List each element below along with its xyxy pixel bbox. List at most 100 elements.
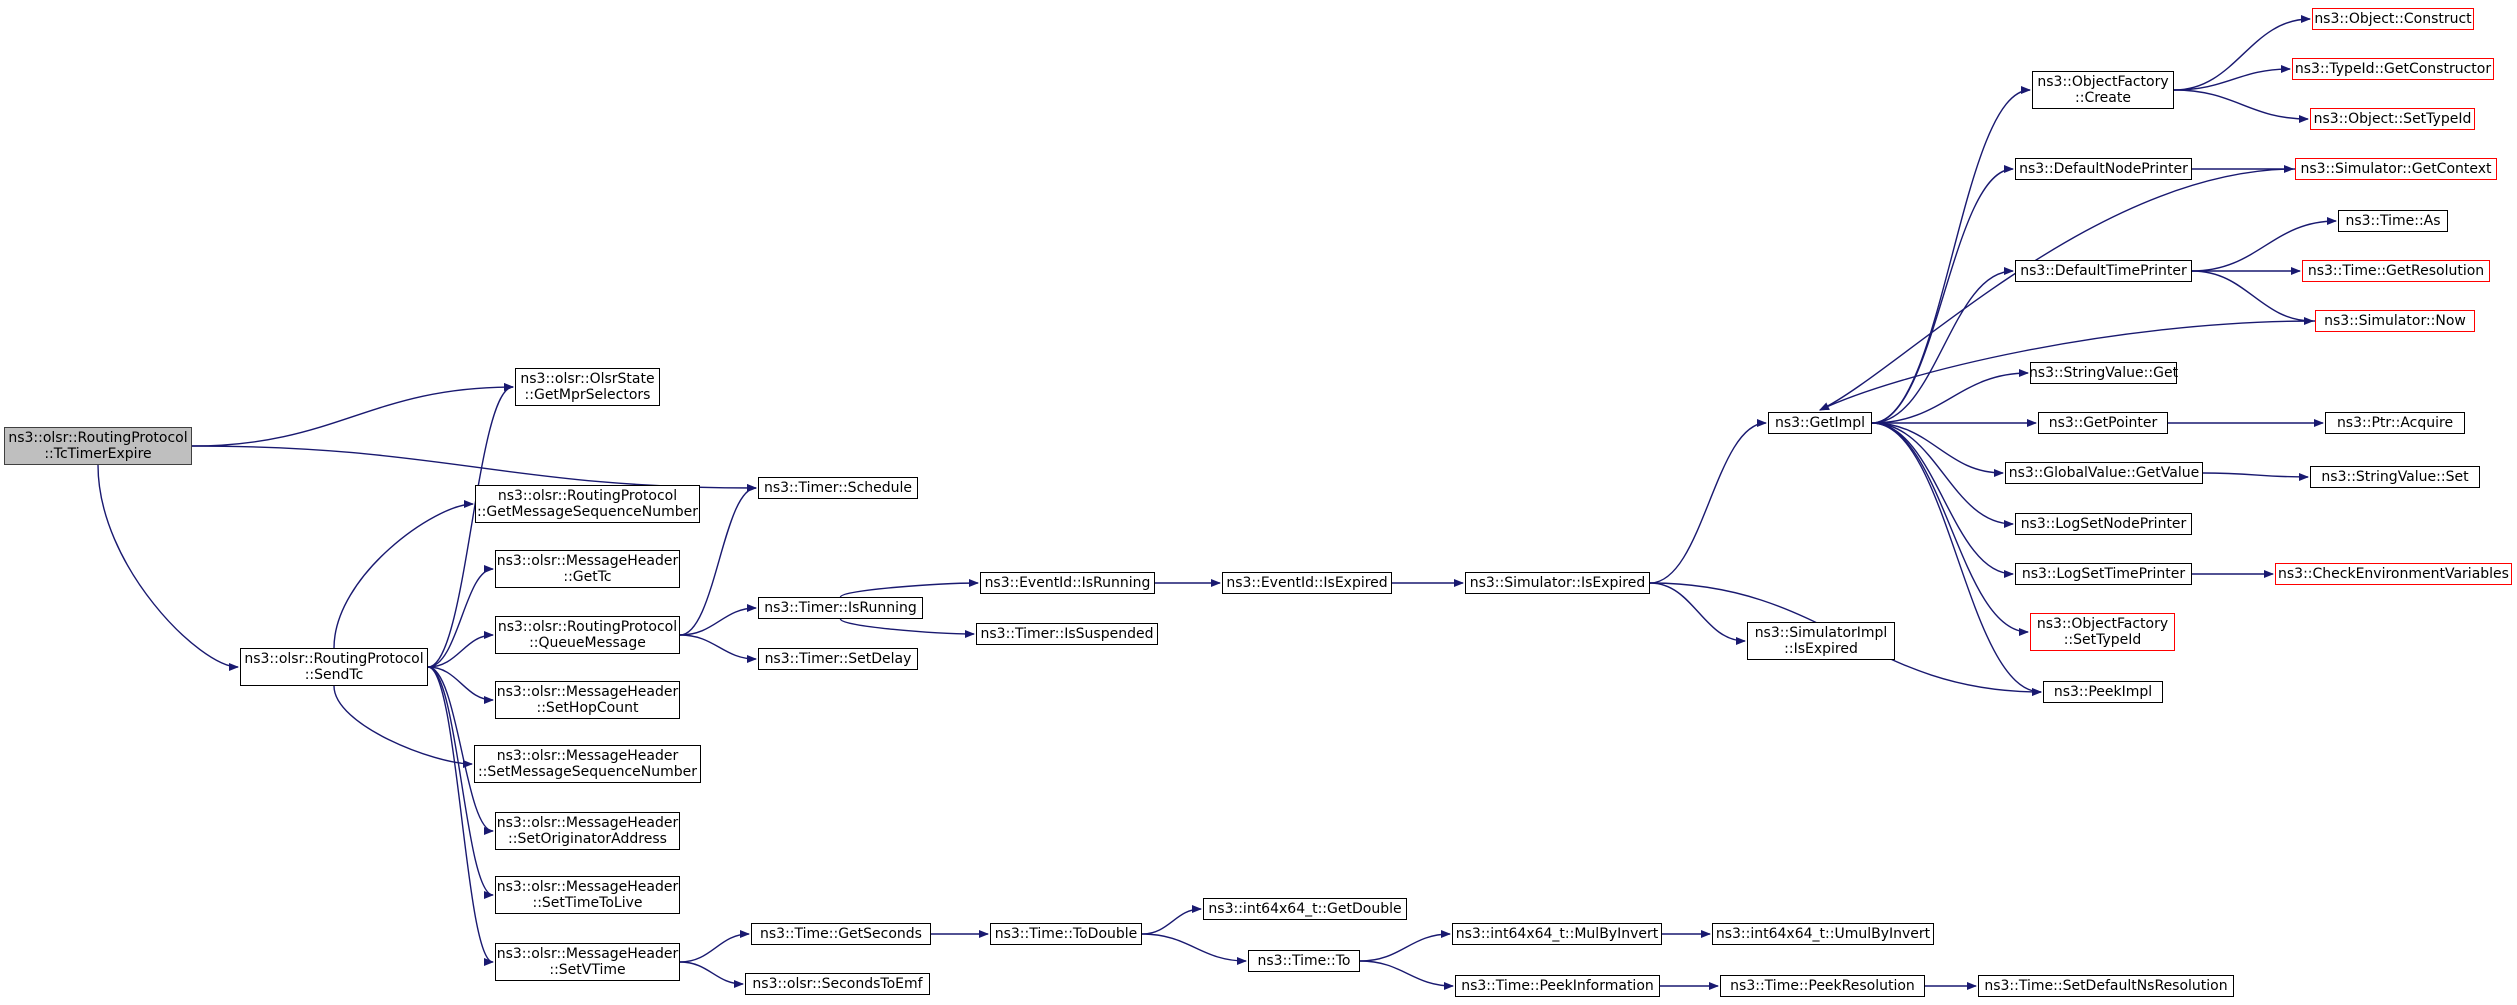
- node-label: ns3::olsr::SecondsToEmf: [752, 976, 923, 992]
- node-stringValueSet[interactable]: ns3::StringValue::Set: [2310, 466, 2480, 488]
- node-label: ns3::olsr::MessageHeader: [496, 879, 679, 895]
- node-eventIdIsExpired[interactable]: ns3::EventId::IsExpired: [1222, 572, 1392, 594]
- node-timePeekResolution[interactable]: ns3::Time::PeekResolution: [1720, 975, 1925, 997]
- edge-timeToDouble-to-int64GetDouble: [1141, 905, 1202, 935]
- node-label: ns3::olsr::MessageHeader: [496, 946, 679, 962]
- node-getImpl[interactable]: ns3::GetImpl: [1768, 412, 1872, 434]
- edge-defaultTimePrinter-to-simulatorNow: [2191, 270, 2314, 325]
- node-label: ns3::olsr::RoutingProtocol: [8, 430, 188, 446]
- node-setOriginatorAddress[interactable]: ns3::olsr::MessageHeader::SetOriginatorA…: [495, 812, 680, 850]
- node-globalValueGetValue[interactable]: ns3::GlobalValue::GetValue: [2005, 462, 2203, 484]
- node-timerSchedule[interactable]: ns3::Timer::Schedule: [758, 477, 918, 499]
- node-int64UmulByInvert[interactable]: ns3::int64x64_t::UmulByInvert: [1712, 923, 1934, 945]
- node-getTc[interactable]: ns3::olsr::MessageHeader::GetTc: [495, 550, 680, 588]
- node-objectFactoryCreate[interactable]: ns3::ObjectFactory::Create: [2032, 71, 2174, 109]
- edge-simulatorNow-to-getImpl: [1819, 320, 2316, 411]
- node-label: ::SendTc: [304, 667, 364, 683]
- node-ptrAcquire[interactable]: ns3::Ptr::Acquire: [2325, 412, 2465, 434]
- node-simulatorIsExpired[interactable]: ns3::Simulator::IsExpired: [1465, 572, 1650, 594]
- node-int64MulByInvert[interactable]: ns3::int64x64_t::MulByInvert: [1452, 923, 1662, 945]
- node-logSetNodePrinter[interactable]: ns3::LogSetNodePrinter: [2015, 513, 2192, 535]
- node-queueMessage[interactable]: ns3::olsr::RoutingProtocol::QueueMessage: [495, 616, 680, 654]
- edge-getImpl-to-defaultNodePrinter: [1871, 165, 2014, 424]
- node-int64GetDouble[interactable]: ns3::int64x64_t::GetDouble: [1203, 898, 1407, 920]
- node-label: ::SetOriginatorAddress: [508, 831, 667, 847]
- node-label: ::GetMessageSequenceNumber: [476, 504, 699, 520]
- edge-sendTc-to-setHopCount: [427, 666, 494, 704]
- node-label: ns3::StringValue::Set: [2321, 469, 2469, 485]
- node-setTimeToLive[interactable]: ns3::olsr::MessageHeader::SetTimeToLive: [495, 876, 680, 914]
- node-label: ns3::ObjectFactory: [2037, 74, 2169, 90]
- node-setVTime[interactable]: ns3::olsr::MessageHeader::SetVTime: [495, 943, 680, 981]
- edge-simulatorIsExpired-to-getImpl: [1649, 419, 1767, 584]
- node-label: ::SetTypeId: [2063, 632, 2142, 648]
- node-setMessageSequenceNumber[interactable]: ns3::olsr::MessageHeader::SetMessageSequ…: [474, 745, 701, 783]
- node-label: ns3::olsr::RoutingProtocol: [497, 619, 678, 635]
- node-logSetTimePrinter[interactable]: ns3::LogSetTimePrinter: [2015, 563, 2192, 585]
- node-objectSetTypeId[interactable]: ns3::Object::SetTypeId: [2310, 108, 2475, 130]
- node-sendTc[interactable]: ns3::olsr::RoutingProtocol::SendTc: [240, 648, 428, 686]
- node-tcTimerExpire: ns3::olsr::RoutingProtocol::TcTimerExpir…: [4, 427, 192, 465]
- node-label: ::Create: [2075, 90, 2131, 106]
- node-timerSetDelay[interactable]: ns3::Timer::SetDelay: [758, 648, 918, 670]
- edge-timeTo-to-int64MulByInvert: [1359, 930, 1451, 962]
- node-defaultNodePrinter[interactable]: ns3::DefaultNodePrinter: [2015, 158, 2192, 180]
- node-label: ns3::int64x64_t::UmulByInvert: [1715, 926, 1931, 942]
- node-setHopCount[interactable]: ns3::olsr::MessageHeader::SetHopCount: [495, 681, 680, 719]
- node-getPointer[interactable]: ns3::GetPointer: [2038, 412, 2168, 434]
- node-label: ns3::Time::GetResolution: [2307, 263, 2485, 279]
- edge-queueMessage-to-timerSetDelay: [679, 634, 757, 663]
- node-label: ns3::int64x64_t::MulByInvert: [1455, 926, 1659, 942]
- node-label: ::QueueMessage: [529, 635, 646, 651]
- node-label: ns3::Object::SetTypeId: [2313, 111, 2472, 127]
- edge-queueMessage-to-timerIsRunning: [679, 604, 757, 636]
- node-label: ns3::Time::ToDouble: [994, 926, 1138, 942]
- edge-getImpl-to-globalValueGetValue: [1871, 422, 2004, 477]
- node-label: ns3::olsr::MessageHeader: [496, 815, 679, 831]
- node-label: ns3::SimulatorImpl: [1754, 625, 1888, 641]
- node-simulatorNow[interactable]: ns3::Simulator::Now: [2315, 310, 2475, 332]
- node-objectFactorySetTypeId[interactable]: ns3::ObjectFactory::SetTypeId: [2030, 613, 2175, 651]
- node-timerIsSuspended[interactable]: ns3::Timer::IsSuspended: [976, 623, 1158, 645]
- edge-sendTc-to-getMprSelectors: [427, 383, 514, 668]
- node-timeGetSeconds[interactable]: ns3::Time::GetSeconds: [751, 923, 931, 945]
- node-label: ns3::Time::SetDefaultNsResolution: [1984, 978, 2228, 994]
- node-timeTo[interactable]: ns3::Time::To: [1248, 950, 1360, 972]
- node-secondsToEmf[interactable]: ns3::olsr::SecondsToEmf: [745, 973, 930, 995]
- edge-sendTc-to-setVTime: [427, 666, 494, 966]
- edge-defaultTimePrinter-to-timeAs: [2191, 217, 2337, 272]
- node-defaultTimePrinter[interactable]: ns3::DefaultTimePrinter: [2015, 260, 2192, 282]
- node-label: ns3::Time::GetSeconds: [760, 926, 922, 942]
- node-label: ns3::olsr::MessageHeader: [496, 553, 679, 569]
- node-objectConstruct[interactable]: ns3::Object::Construct: [2312, 8, 2474, 30]
- node-timePeekInformation[interactable]: ns3::Time::PeekInformation: [1455, 975, 1660, 997]
- node-timerIsRunning[interactable]: ns3::Timer::IsRunning: [758, 597, 923, 619]
- node-timeSetDefaultNsResolution[interactable]: ns3::Time::SetDefaultNsResolution: [1978, 975, 2234, 997]
- node-timeToDouble[interactable]: ns3::Time::ToDouble: [990, 923, 1142, 945]
- node-typeIdGetConstructor[interactable]: ns3::TypeId::GetConstructor: [2292, 58, 2494, 80]
- node-label: ns3::LogSetTimePrinter: [2021, 566, 2186, 582]
- node-timeGetResolution[interactable]: ns3::Time::GetResolution: [2302, 260, 2490, 282]
- node-simulatorImplIsExpired[interactable]: ns3::SimulatorImpl::IsExpired: [1747, 622, 1895, 660]
- node-getMessageSequenceNumber[interactable]: ns3::olsr::RoutingProtocol::GetMessageSe…: [475, 485, 700, 523]
- node-checkEnvironmentVariables[interactable]: ns3::CheckEnvironmentVariables: [2275, 563, 2512, 585]
- node-simulatorGetContext[interactable]: ns3::Simulator::GetContext: [2295, 158, 2497, 180]
- node-getMprSelectors[interactable]: ns3::olsr::OlsrState::GetMprSelectors: [515, 368, 660, 406]
- node-label: ns3::GetImpl: [1774, 415, 1865, 431]
- node-label: ns3::PeekImpl: [2053, 684, 2153, 700]
- node-label: ns3::EventId::IsRunning: [984, 575, 1151, 591]
- node-label: ns3::olsr::RoutingProtocol: [244, 651, 424, 667]
- edge-sendTc-to-getTc: [427, 565, 494, 668]
- edge-setVTime-to-secondsToEmf: [679, 961, 744, 988]
- edge-simulatorIsExpired-to-simulatorImplIsExpired: [1649, 582, 1746, 645]
- edge-objectFactoryCreate-to-typeIdGetConstructor: [2173, 65, 2291, 91]
- node-stringValueGet[interactable]: ns3::StringValue::Get: [2029, 362, 2178, 384]
- node-eventIdIsRunning[interactable]: ns3::EventId::IsRunning: [980, 572, 1155, 594]
- node-label: ns3::olsr::OlsrState: [520, 371, 655, 387]
- node-label: ns3::DefaultTimePrinter: [2020, 263, 2187, 279]
- node-timeAs[interactable]: ns3::Time::As: [2338, 210, 2448, 232]
- node-label: ns3::Simulator::Now: [2324, 313, 2466, 329]
- node-label: ns3::CheckEnvironmentVariables: [2278, 566, 2509, 582]
- node-peekImpl[interactable]: ns3::PeekImpl: [2043, 681, 2163, 703]
